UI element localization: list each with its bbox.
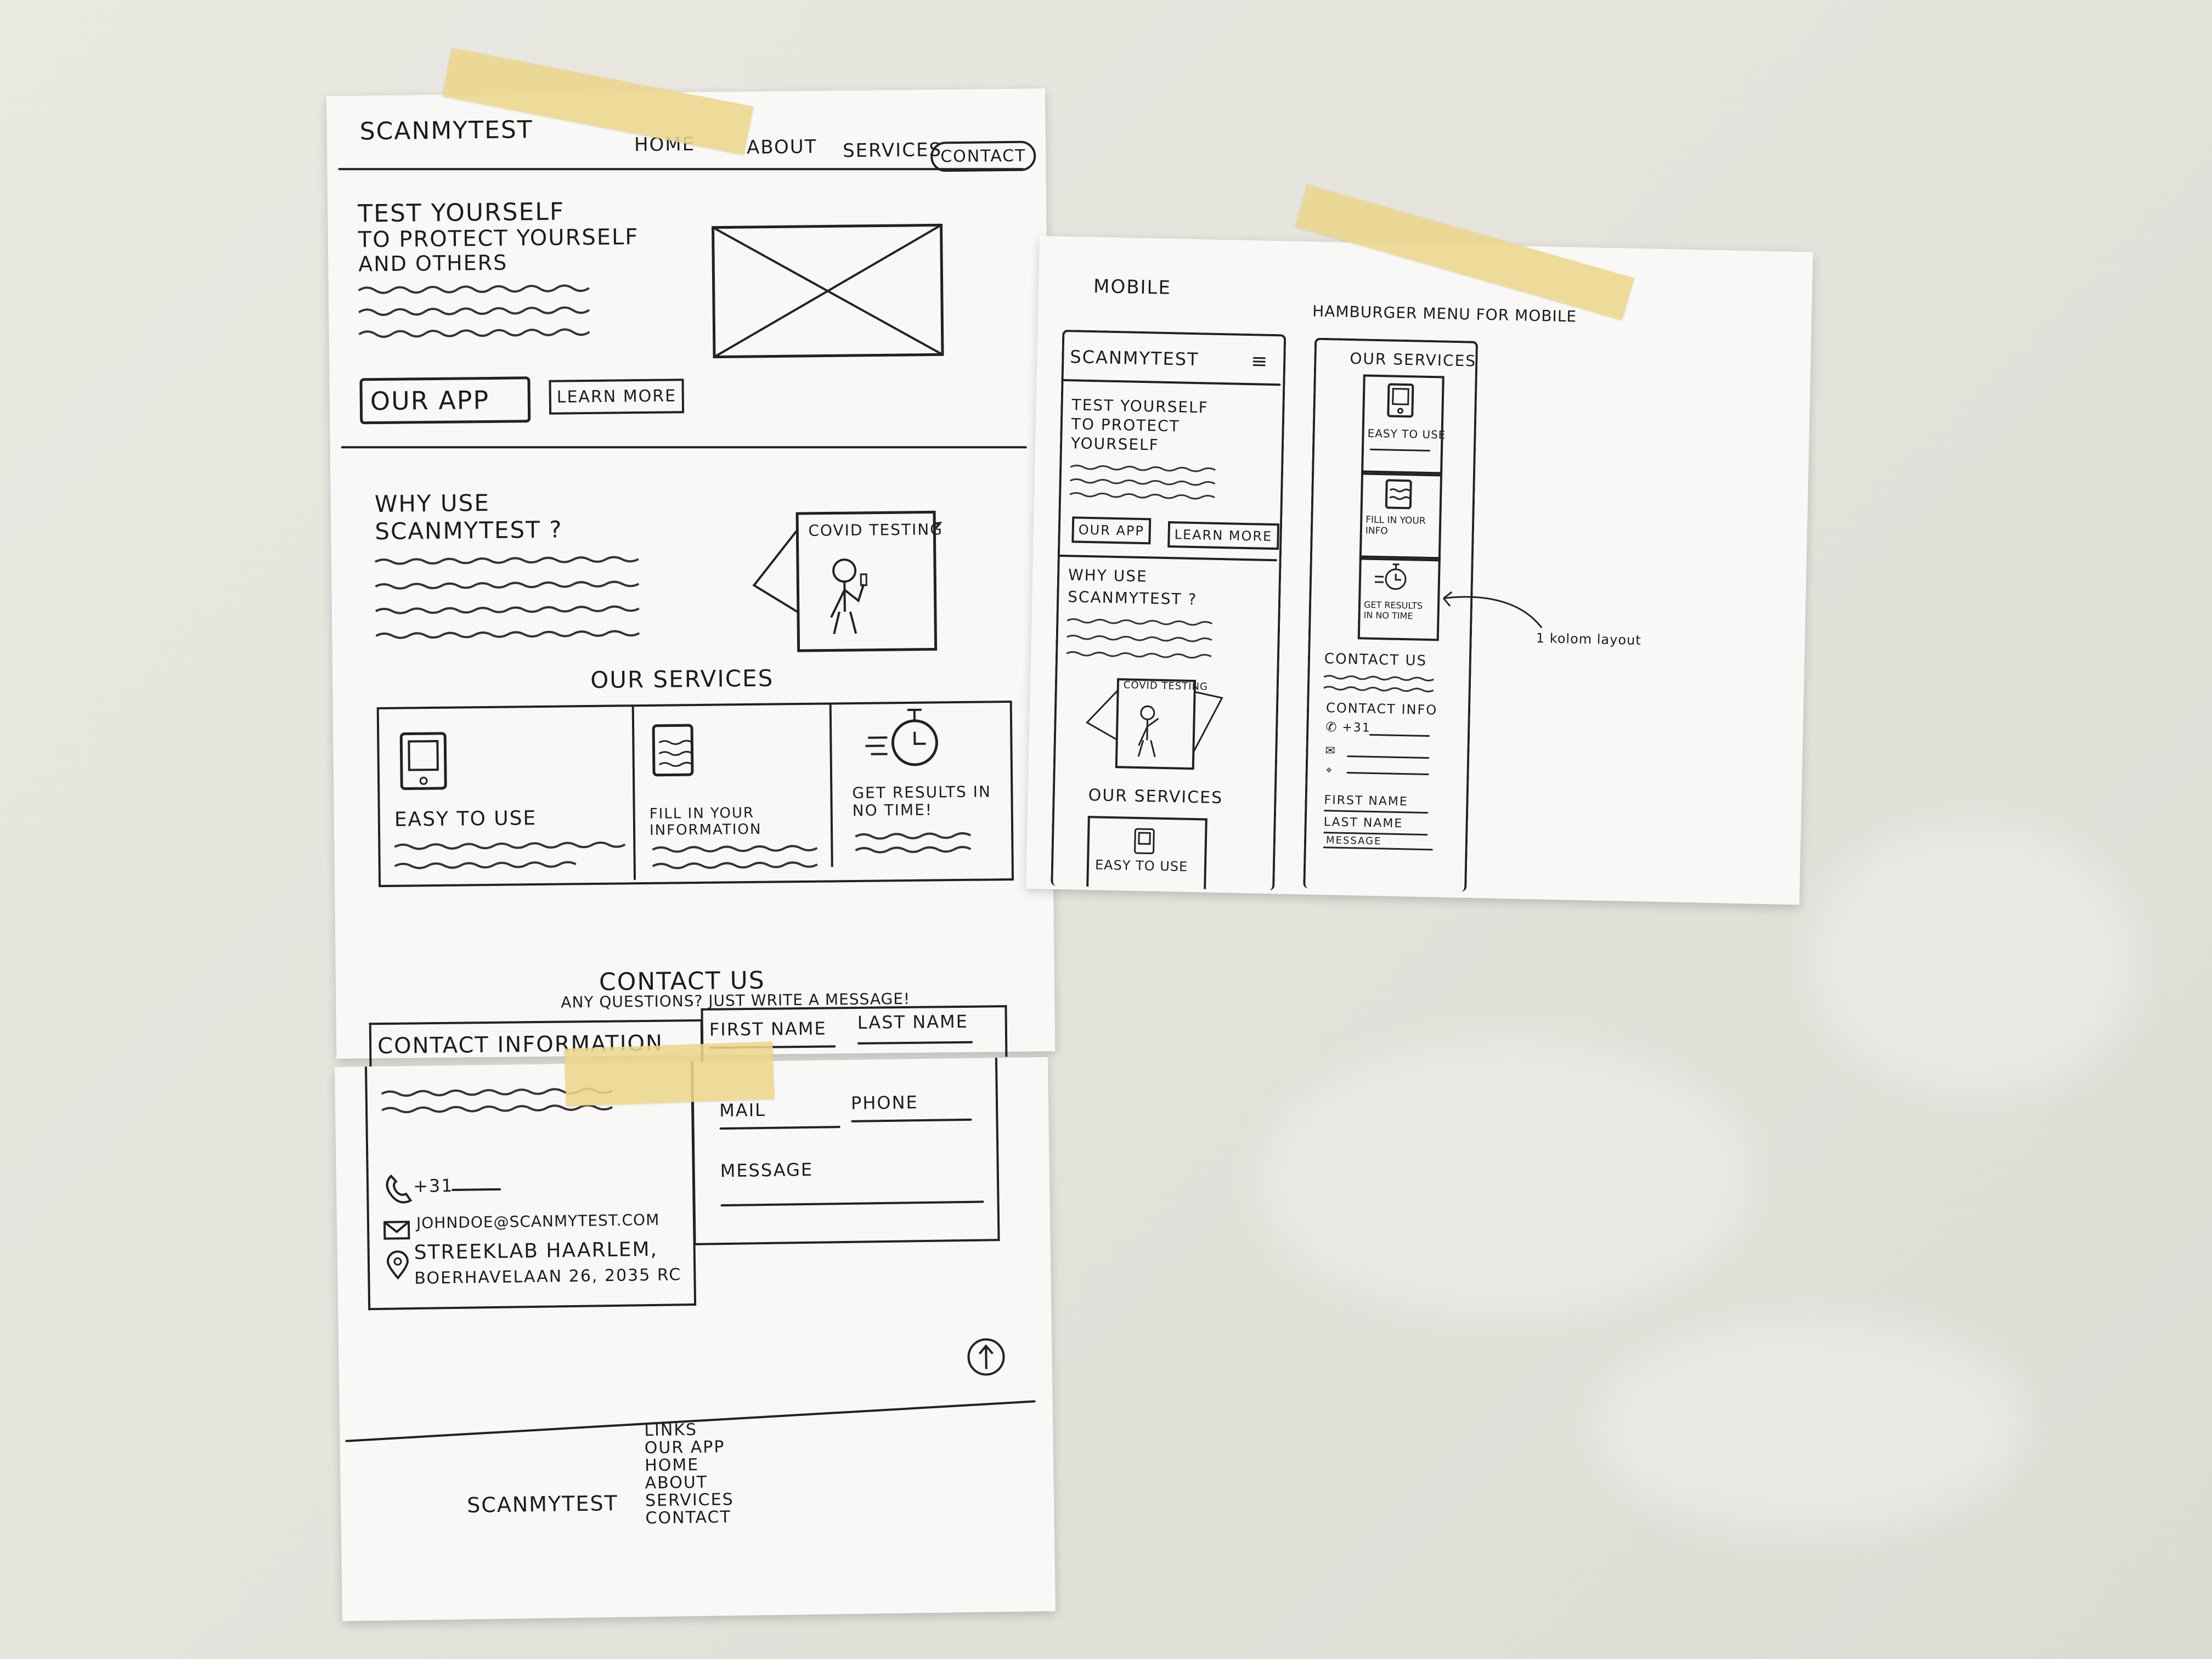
footer-link-home[interactable]: HOME	[644, 1455, 699, 1476]
mobile2-service-3: GET RESULTS IN NO TIME	[1363, 599, 1423, 622]
mobile-hero-line-3: YOURSELF	[1070, 434, 1160, 454]
mobile2-location-icon: ⌖	[1325, 763, 1334, 777]
header-divider	[338, 168, 1024, 171]
mobile-hero-line-2: TO PROTECT	[1071, 415, 1181, 436]
mobile2-phone-handset-icon: ✆	[1325, 719, 1338, 735]
hero-text-scribbles	[358, 284, 590, 338]
mobile-sketch-sheet: MOBILE HAMBURGER MENU FOR MOBILE SCANMYT…	[1026, 236, 1813, 905]
location-pin-icon	[386, 1250, 409, 1280]
form-message-label: MESSAGE	[720, 1159, 814, 1182]
mobile2-service-2: FILL IN YOUR INFO	[1365, 514, 1426, 537]
mobile-covid-card-illustration	[1086, 678, 1223, 770]
footer-link-services[interactable]: SERVICES	[645, 1489, 734, 1511]
mobile2-contact-scribbles	[1323, 675, 1434, 693]
footer-link-our-app[interactable]: OUR APP	[644, 1437, 725, 1458]
mobile-logo: SCANMYTEST	[1070, 346, 1200, 370]
nav-about[interactable]: ABOUT	[746, 136, 817, 159]
hero-title-line-1: TEST YOURSELF	[357, 198, 565, 228]
services-title: OUR SERVICES	[590, 664, 774, 694]
mobile-why-line-2: SCANMYTEST ?	[1067, 588, 1198, 609]
contact-address-line-1: STREEKLAB HAARLEM,	[414, 1238, 658, 1265]
service-get-results: GET RESULTS IN NO TIME!	[852, 782, 992, 820]
mobile2-contact-title: CONTACT US	[1324, 651, 1427, 669]
form-last-name-label: LAST NAME	[857, 1011, 969, 1033]
wall-glare	[1262, 1042, 1756, 1317]
mobile-learn-more-button[interactable]: LEARN MORE	[1167, 521, 1279, 550]
hamburger-note: HAMBURGER MENU FOR MOBILE	[1312, 302, 1577, 326]
why-text-scribbles	[374, 556, 640, 639]
mobile2-contact-phone: +31	[1342, 720, 1372, 735]
contact-email: JOHNDOE@SCANMYTEST.COM	[416, 1210, 660, 1232]
wall-glare	[1591, 1317, 2030, 1536]
desktop-sketch-sheet-top: SCANMYTEST HOME ABOUT SERVICES CONTACT T…	[326, 88, 1056, 1086]
mobile2-last-name-label: LAST NAME	[1323, 815, 1403, 831]
mobile2-message-label: MESSAGE	[1325, 834, 1382, 848]
mobile2-service-1: EASY TO USE	[1367, 426, 1446, 442]
why-title-line-1: WHY USE	[374, 489, 490, 518]
nav-services[interactable]: SERVICES	[842, 139, 943, 162]
mobile2-stopwatch-icon	[1374, 563, 1407, 590]
mail-icon	[383, 1221, 410, 1240]
service-1-scribbles	[394, 841, 626, 870]
mobile2-services-title: OUR SERVICES	[1350, 349, 1477, 370]
desktop-logo: SCANMYTEST	[359, 116, 533, 146]
service-fill-in-information: FILL IN YOUR INFORMATION	[649, 804, 762, 839]
our-app-button[interactable]: OUR APP	[359, 376, 531, 425]
hamburger-menu-icon[interactable]: ≡	[1250, 350, 1269, 373]
footer-link-contact[interactable]: CONTACT	[645, 1507, 732, 1528]
desktop-sketch-sheet-bottom: MAIL PHONE MESSAGE +31 JOHNDOE@SCANMYTES…	[335, 1057, 1056, 1621]
layout-annotation-arrow	[1443, 591, 1543, 629]
mobile-our-app-button[interactable]: OUR APP	[1071, 516, 1152, 545]
mobile-label: MOBILE	[1093, 275, 1172, 300]
back-to-top-icon[interactable]	[964, 1335, 1008, 1379]
covid-testing-card-illustration	[752, 510, 943, 652]
mobile-why-line-1: WHY USE	[1068, 566, 1148, 586]
footer-link-about[interactable]: ABOUT	[645, 1472, 708, 1493]
hero-title-line-3: AND OTHERS	[358, 250, 508, 276]
mobile2-phone-icon	[1387, 383, 1414, 418]
learn-more-button[interactable]: LEARN MORE	[549, 379, 685, 415]
footer-links-heading: LINKS	[644, 1420, 698, 1441]
covid-testing-card-label: COVID TESTING	[808, 520, 944, 540]
contact-phone: +31	[413, 1175, 454, 1197]
mobile2-mail-icon: ✉	[1325, 744, 1337, 758]
service-2-scribbles	[652, 845, 818, 870]
footer-logo: SCANMYTEST	[466, 1491, 619, 1517]
mobile-hero-scribbles	[1069, 465, 1216, 500]
nav-contact-button[interactable]: CONTACT	[930, 140, 1036, 172]
hero-divider	[341, 446, 1027, 449]
wall-glare	[1810, 823, 2140, 1097]
contact-address-line-2: BOERHAVELAAN 26, 2035 RC	[414, 1265, 682, 1289]
mobile2-form-icon	[1385, 479, 1412, 510]
phone-icon	[399, 732, 447, 791]
mobile-services-title: OUR SERVICES	[1088, 786, 1223, 808]
service-3-scribbles	[855, 832, 972, 854]
mobile-phone-icon	[1134, 828, 1155, 855]
mobile-hero-line-1: TEST YOURSELF	[1071, 396, 1209, 417]
mobile-service-easy-to-use: EASY TO USE	[1094, 857, 1188, 874]
why-title-line-2: SCANMYTEST ?	[375, 516, 563, 545]
hero-image-placeholder	[712, 223, 944, 359]
footer-links: LINKS OUR APP HOME ABOUT SERVICES CONTAC…	[644, 1420, 734, 1528]
service-easy-to-use: EASY TO USE	[394, 807, 537, 831]
mobile2-contact-info: CONTACT INFO	[1325, 700, 1438, 718]
layout-annotation-note: 1 kolom layout	[1536, 630, 1641, 648]
phone-handset-icon	[386, 1174, 413, 1204]
form-first-name-label: FIRST NAME	[709, 1018, 827, 1040]
mobile-covid-card-label: COVID TESTING	[1123, 679, 1209, 693]
form-document-icon	[652, 724, 694, 777]
stopwatch-icon	[865, 708, 938, 766]
masking-tape	[564, 1041, 775, 1107]
mobile2-first-name-label: FIRST NAME	[1324, 793, 1409, 809]
hero-title-line-2: TO PROTECT YOURSELF	[358, 224, 639, 253]
form-phone-label: PHONE	[850, 1092, 918, 1114]
form-mail-label: MAIL	[719, 1099, 766, 1121]
mobile-why-scribbles	[1066, 618, 1212, 659]
